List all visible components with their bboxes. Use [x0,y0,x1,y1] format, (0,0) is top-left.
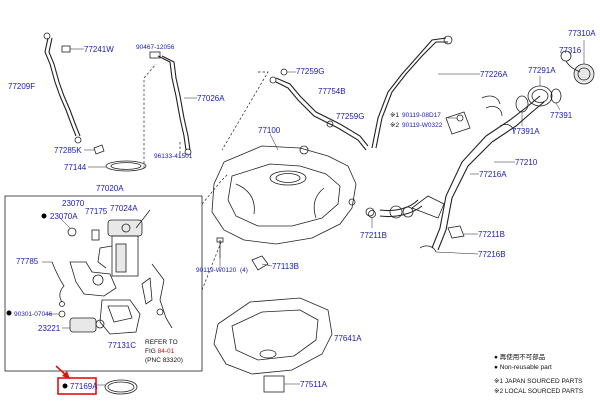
callout-77175: 77175 [85,207,108,216]
clamp-77216B [419,245,479,255]
sender-arm [141,263,173,329]
callout-77241W: 77241W [84,45,114,54]
callout-90119-W0120: 90119-W0120 [196,267,237,274]
clamp-77211B-b [447,225,478,239]
callout-77310A: 77310A [568,29,596,38]
callout-77259G-a: 77259G [296,67,324,76]
callout-77144: 77144 [64,163,87,172]
highlight-box [57,377,97,395]
fuel-filter-23221 [62,317,105,333]
fuel-sender-gauge [69,261,117,297]
callout-90119-W0120-qty: (4) [240,267,248,274]
callout-77391A: 77391A [512,127,540,136]
callout-23221: 23221 [38,324,61,333]
legend-item-2: ● Non-reusable part [494,364,552,371]
callout-77511A: 77511A [300,380,328,389]
highlight-arrow-head [62,371,70,379]
callout-77211B-b: 77211B [478,230,505,239]
ring-77391 [550,88,562,111]
legend: ● 再使用不可部品 ● Non-reusable part ※1 JAPAN S… [494,352,584,395]
clamp-77113B [251,255,273,271]
callout-77020A: 77020A [96,184,124,193]
refer-line-3: (PNC 83320) [145,357,183,364]
callout-77316: 77316 [559,46,582,55]
clip-bracket [481,95,515,135]
callout-77754B: 77754B [318,87,346,96]
callout-77210: 77210 [515,158,538,167]
refer-fig-link[interactable]: 84-01 [158,348,175,355]
callout-77026A: 77026A [197,94,225,103]
band-77511A [263,375,300,393]
callout-77641A: 77641A [334,334,362,343]
fuel-tank-77100 [211,133,357,245]
callout-77169A[interactable]: 77169A [70,382,98,391]
callout-77216A: 77216A [479,170,507,179]
refer-line-2: FIG 84-01 [145,348,175,355]
callout-77024A: 77024A [110,204,138,213]
vent-tube-77026A [149,51,197,156]
non-reusable-dot [6,310,12,316]
clip-77285K [84,144,105,155]
refer-line-1: REFER TO [145,339,178,346]
callout-90467-12056: 90467-12056 [136,44,175,51]
pump-bracket-77131C [99,299,141,335]
breather-hose-77226A [371,35,480,149]
tether-77316 [560,50,581,73]
clip-77241W [61,45,84,53]
protector-77641A [213,297,333,375]
legend-item-4: ※2 LOCAL SOURCED PARTS [494,388,584,395]
bolt-90119-W0120 [216,237,224,268]
callout-90119-W0322: 90119-W0322 [402,122,443,129]
non-reusable-dot [62,383,68,389]
legend-item-3: ※1 JAPAN SOURCED PARTS [494,378,583,385]
clamp-77211B-a [368,210,376,228]
fuel-pump-group-box [4,195,203,372]
o-ring-77391A [515,95,529,126]
clip-77259G-a [280,68,296,76]
clip-23070 [59,217,77,237]
callout-77291A: 77291A [528,66,556,75]
clip-77259G-b [326,120,334,128]
breather-tube-77209F [43,32,82,144]
callout-90301-07046: 90301-07046 [14,311,53,318]
callout-77391: 77391 [550,111,573,120]
callout-77209F: 77209F [8,82,35,91]
o-ring-77169A [96,379,138,395]
clip-77175 [91,229,100,241]
callout-23070: 23070 [62,199,85,208]
callout-77211B-a: 77211B [360,231,387,240]
gasket-77291A [527,76,553,107]
clip-90301 [48,310,66,318]
callout-96133-41501: 96133-41501 [154,153,193,160]
callout-77113B: 77113B [272,262,299,271]
callout-90119-08D17: 90119-08D17 [402,112,441,119]
vent-hose-77754B [269,76,369,151]
pump-wire-77785 [42,261,65,307]
fuel-cap-77310A [573,40,595,85]
fuel-pump-module [97,209,151,277]
callout-77226A: 77226A [480,70,508,79]
filler-pipe-77210 [411,95,545,251]
hose-assembly [365,199,423,219]
callout-77259G-b: 77259G [336,112,364,121]
callout-77131C: 77131C [108,341,136,350]
callout-77100: 77100 [258,126,281,135]
callout-77216B: 77216B [478,250,506,259]
callout-77785: 77785 [16,257,39,266]
mark-1: ※1 [390,112,399,119]
gasket-77144 [88,160,147,172]
legend-item-1: ● 再使用不可部品 [494,352,545,361]
bolt-90119-08D17 [448,114,464,122]
callout-23070A: 23070A [50,212,78,221]
non-reusable-dot [41,213,47,219]
callout-77285K: 77285K [54,146,82,155]
mark-2: ※2 [390,122,399,129]
